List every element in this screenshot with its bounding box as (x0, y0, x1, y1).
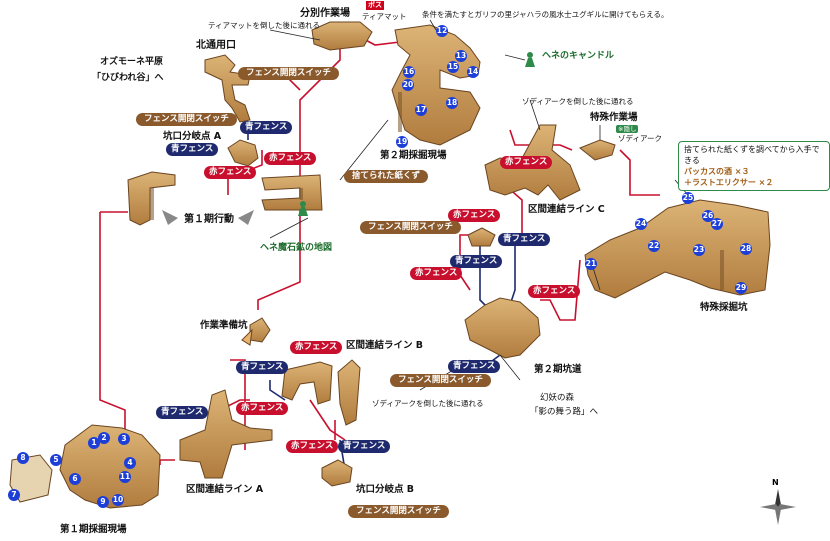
tag-red-fence-1: 赤フェンス (264, 152, 317, 165)
note-tiamat: ティアマット (362, 12, 407, 21)
treasure-marker[interactable]: 9 (97, 496, 109, 508)
label-line-b: 区間連結ライン B (346, 340, 424, 351)
tag-blue-fence-3: 青フェンス (498, 233, 551, 246)
treasure-marker[interactable]: 22 (648, 240, 660, 252)
treasure-marker[interactable]: 27 (711, 218, 723, 230)
treasure-marker[interactable]: 19 (396, 136, 408, 148)
arrow-right-pointer (238, 210, 254, 225)
treasure-marker[interactable]: 2 (98, 432, 110, 444)
tag-blue-fence-4: 青フェンス (450, 255, 503, 268)
label-special-work: 特殊作業場 (590, 112, 638, 123)
treasure-marker[interactable]: 3 (118, 433, 130, 445)
treasure-marker[interactable]: 1 (88, 437, 100, 449)
treasure-marker[interactable]: 28 (740, 243, 752, 255)
note-map-item: ヘネ魔石鉱の地図 (260, 243, 333, 253)
tag-blue-fence-5: 青フェンス (236, 361, 289, 374)
tunnel-shadows (150, 92, 724, 290)
treasure-marker[interactable]: 15 (447, 61, 459, 73)
label-phase2-site: 第２期採掘現場 (380, 150, 447, 161)
info-line3: ＋ラストエリクサー ×２ (684, 178, 774, 187)
treasure-marker[interactable]: 25 (682, 192, 694, 204)
note-condition: 条件を満たすとガリフの里ジャハラの風水士ユグギルに開けてもらえる。 (422, 10, 669, 19)
tag-blue-fence-7: 青フェンス (156, 406, 209, 419)
label-line-a: 区間連結ライン A (186, 484, 264, 495)
treasure-marker[interactable]: 10 (112, 494, 124, 506)
tag-fence-switch-1: フェンス開閉スイッチ (238, 67, 339, 80)
label-forest2: 「影の舞う路」へ (530, 407, 599, 417)
tag-fence-switch-2: フェンス開閉スイッチ (136, 113, 237, 126)
label-phase1-site: 第１期採掘現場 (60, 524, 127, 535)
arrow-left-pointer (162, 210, 178, 225)
treasure-marker[interactable]: 23 (693, 244, 705, 256)
tag-fence-switch-3: フェンス開閉スイッチ (360, 221, 461, 234)
label-prep-pit: 作業準備坑 (200, 320, 248, 331)
treasure-marker[interactable]: 17 (415, 104, 427, 116)
label-forest: 幻妖の森 (540, 393, 575, 403)
label-north-exit: 北通用口 (196, 40, 236, 51)
label-exit-left: オズモーネ平原 (100, 57, 164, 67)
tag-red-fence-8: 赤フェンス (236, 402, 289, 415)
treasure-marker[interactable]: 7 (8, 489, 20, 501)
label-work-site: 分別作業場 (300, 8, 350, 19)
tag-red-fence-3: 赤フェンス (500, 156, 553, 169)
treasure-marker[interactable]: 26 (702, 210, 714, 222)
treasure-marker[interactable]: 24 (635, 218, 647, 230)
compass: N (758, 478, 798, 526)
tag-red-fence-5: 赤フェンス (410, 267, 463, 280)
treasure-marker[interactable]: 6 (69, 473, 81, 485)
label-special-pit: 特殊採掘坑 (700, 302, 748, 313)
label-phase1-shaft: 第１期行動 (184, 214, 234, 225)
treasure-marker[interactable]: 8 (17, 452, 29, 464)
tag-fence-switch-5: フェンス開閉スイッチ (348, 505, 449, 518)
tag-blue-fence-1: 青フェンス (240, 121, 293, 134)
tag-red-fence-9: 赤フェンス (286, 440, 339, 453)
treasure-marker[interactable]: 4 (124, 457, 136, 469)
compass-north-label: N (772, 478, 779, 487)
treasure-marker[interactable]: 14 (467, 66, 479, 78)
tag-fence-switch-4: フェンス開閉スイッチ (390, 374, 491, 387)
label-phase2-tunnel: 第２期坑道 (534, 364, 582, 375)
treasure-marker[interactable]: 18 (446, 97, 458, 109)
special-badge: ※隠し (616, 125, 639, 133)
tag-blue-fence-6: 青フェンス (448, 360, 501, 373)
note-zodiark-after2: ゾディアークを倒した後に通れる (372, 399, 484, 408)
tag-red-fence-4: 赤フェンス (448, 209, 501, 222)
treasure-marker[interactable]: 29 (735, 282, 747, 294)
label-pit-a: 坑口分岐点 A (163, 131, 222, 142)
info-line2: バッカスの酒 ×３ (684, 167, 750, 176)
treasure-marker[interactable]: 16 (403, 66, 415, 78)
tag-paper: 捨てられた紙くず (344, 170, 429, 183)
tag-red-fence-6: 赤フェンス (528, 285, 581, 298)
treasure-marker[interactable]: 5 (50, 454, 62, 466)
info-box: 捨てられた紙くずを調べてから入手できる バッカスの酒 ×３ ＋ラストエリクサー … (678, 141, 830, 191)
boss-badge: ボス (366, 1, 384, 10)
label-exit-left2: 「ひびわれ谷」へ (92, 73, 164, 83)
npc-icons (298, 52, 535, 216)
tag-red-fence-7: 赤フェンス (290, 341, 343, 354)
arrow-prep-pointer (241, 328, 253, 346)
tag-red-fence-2: 赤フェンス (204, 166, 257, 179)
tag-blue-fence-8: 青フェンス (338, 440, 391, 453)
note-zodiark-after: ゾディアークを倒した後に通れる (522, 97, 634, 106)
label-line-c: 区間連結ライン C (528, 204, 605, 215)
treasure-marker[interactable]: 13 (455, 50, 467, 62)
treasure-marker[interactable]: 12 (436, 25, 448, 37)
note-zodiark: ゾディアーク (618, 134, 663, 143)
note-tiamat-after: ティアマットを倒した後に通れる (208, 21, 321, 30)
note-candle: ヘネのキャンドル (542, 51, 615, 61)
treasure-marker[interactable]: 20 (402, 79, 414, 91)
info-line1: 捨てられた紙くずを調べてから入手できる (684, 145, 820, 165)
label-pit-b: 坑口分岐点 B (356, 484, 415, 495)
compass-rose-icon (760, 489, 796, 525)
treasure-marker[interactable]: 21 (585, 258, 597, 270)
treasure-marker[interactable]: 11 (119, 471, 131, 483)
tag-blue-fence-2: 青フェンス (166, 143, 219, 156)
